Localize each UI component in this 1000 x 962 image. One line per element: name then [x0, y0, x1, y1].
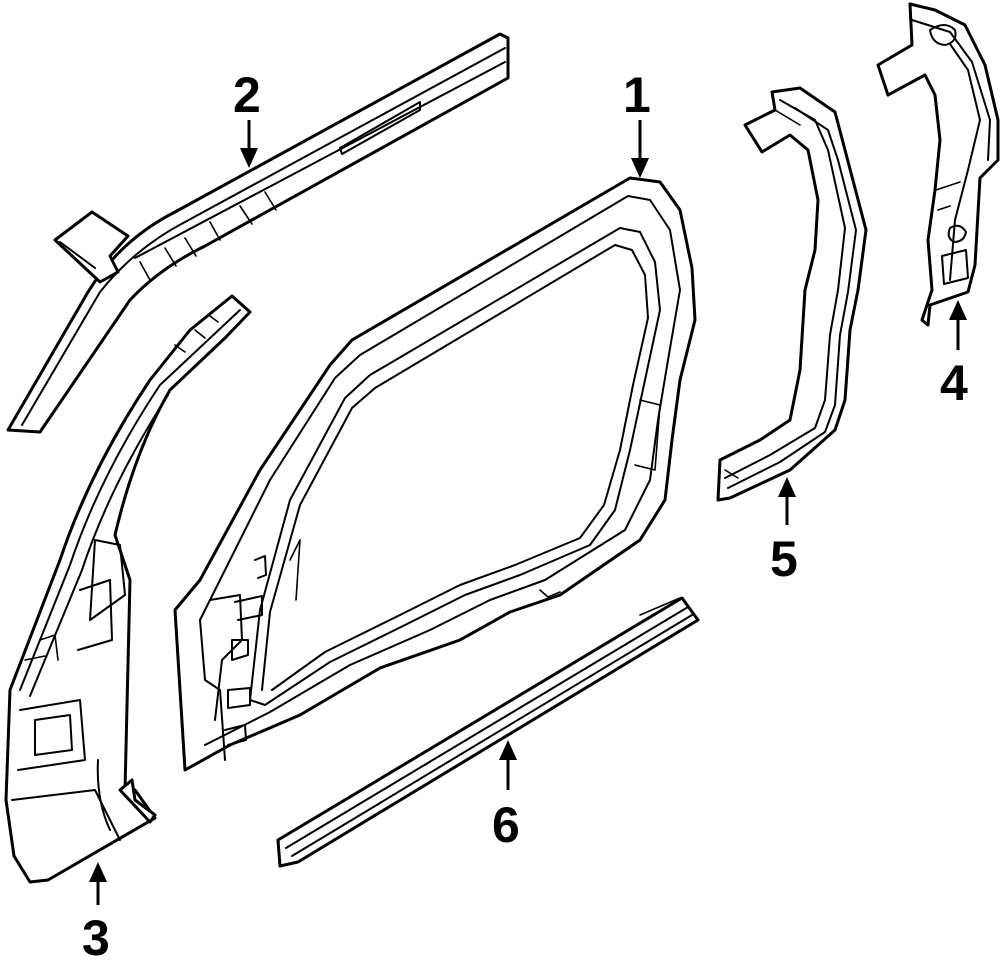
- callout-number-3: 3: [82, 910, 110, 962]
- part-1-body-side: [173, 176, 697, 772]
- callout-number-6: 6: [492, 797, 520, 853]
- callout-leader-4: [949, 300, 967, 350]
- part-2-roof-rail: [6, 32, 510, 434]
- part-5-b-pillar: [716, 86, 868, 502]
- callout-leader-2: [240, 120, 258, 168]
- callout-leader-6: [499, 740, 517, 790]
- part-3-hinge-pillar: [4, 294, 252, 884]
- callout-leader-5: [778, 477, 796, 525]
- callout-leader-3: [89, 862, 107, 905]
- part-6-rocker-panel: [276, 596, 700, 868]
- callout-number-4: 4: [940, 355, 968, 411]
- callout-number-5: 5: [770, 531, 798, 587]
- callout-number-1: 1: [623, 67, 651, 123]
- callout-leader-1: [631, 120, 649, 178]
- part-4-quarter-pillar: [876, 2, 1000, 327]
- callout-number-2: 2: [233, 67, 261, 123]
